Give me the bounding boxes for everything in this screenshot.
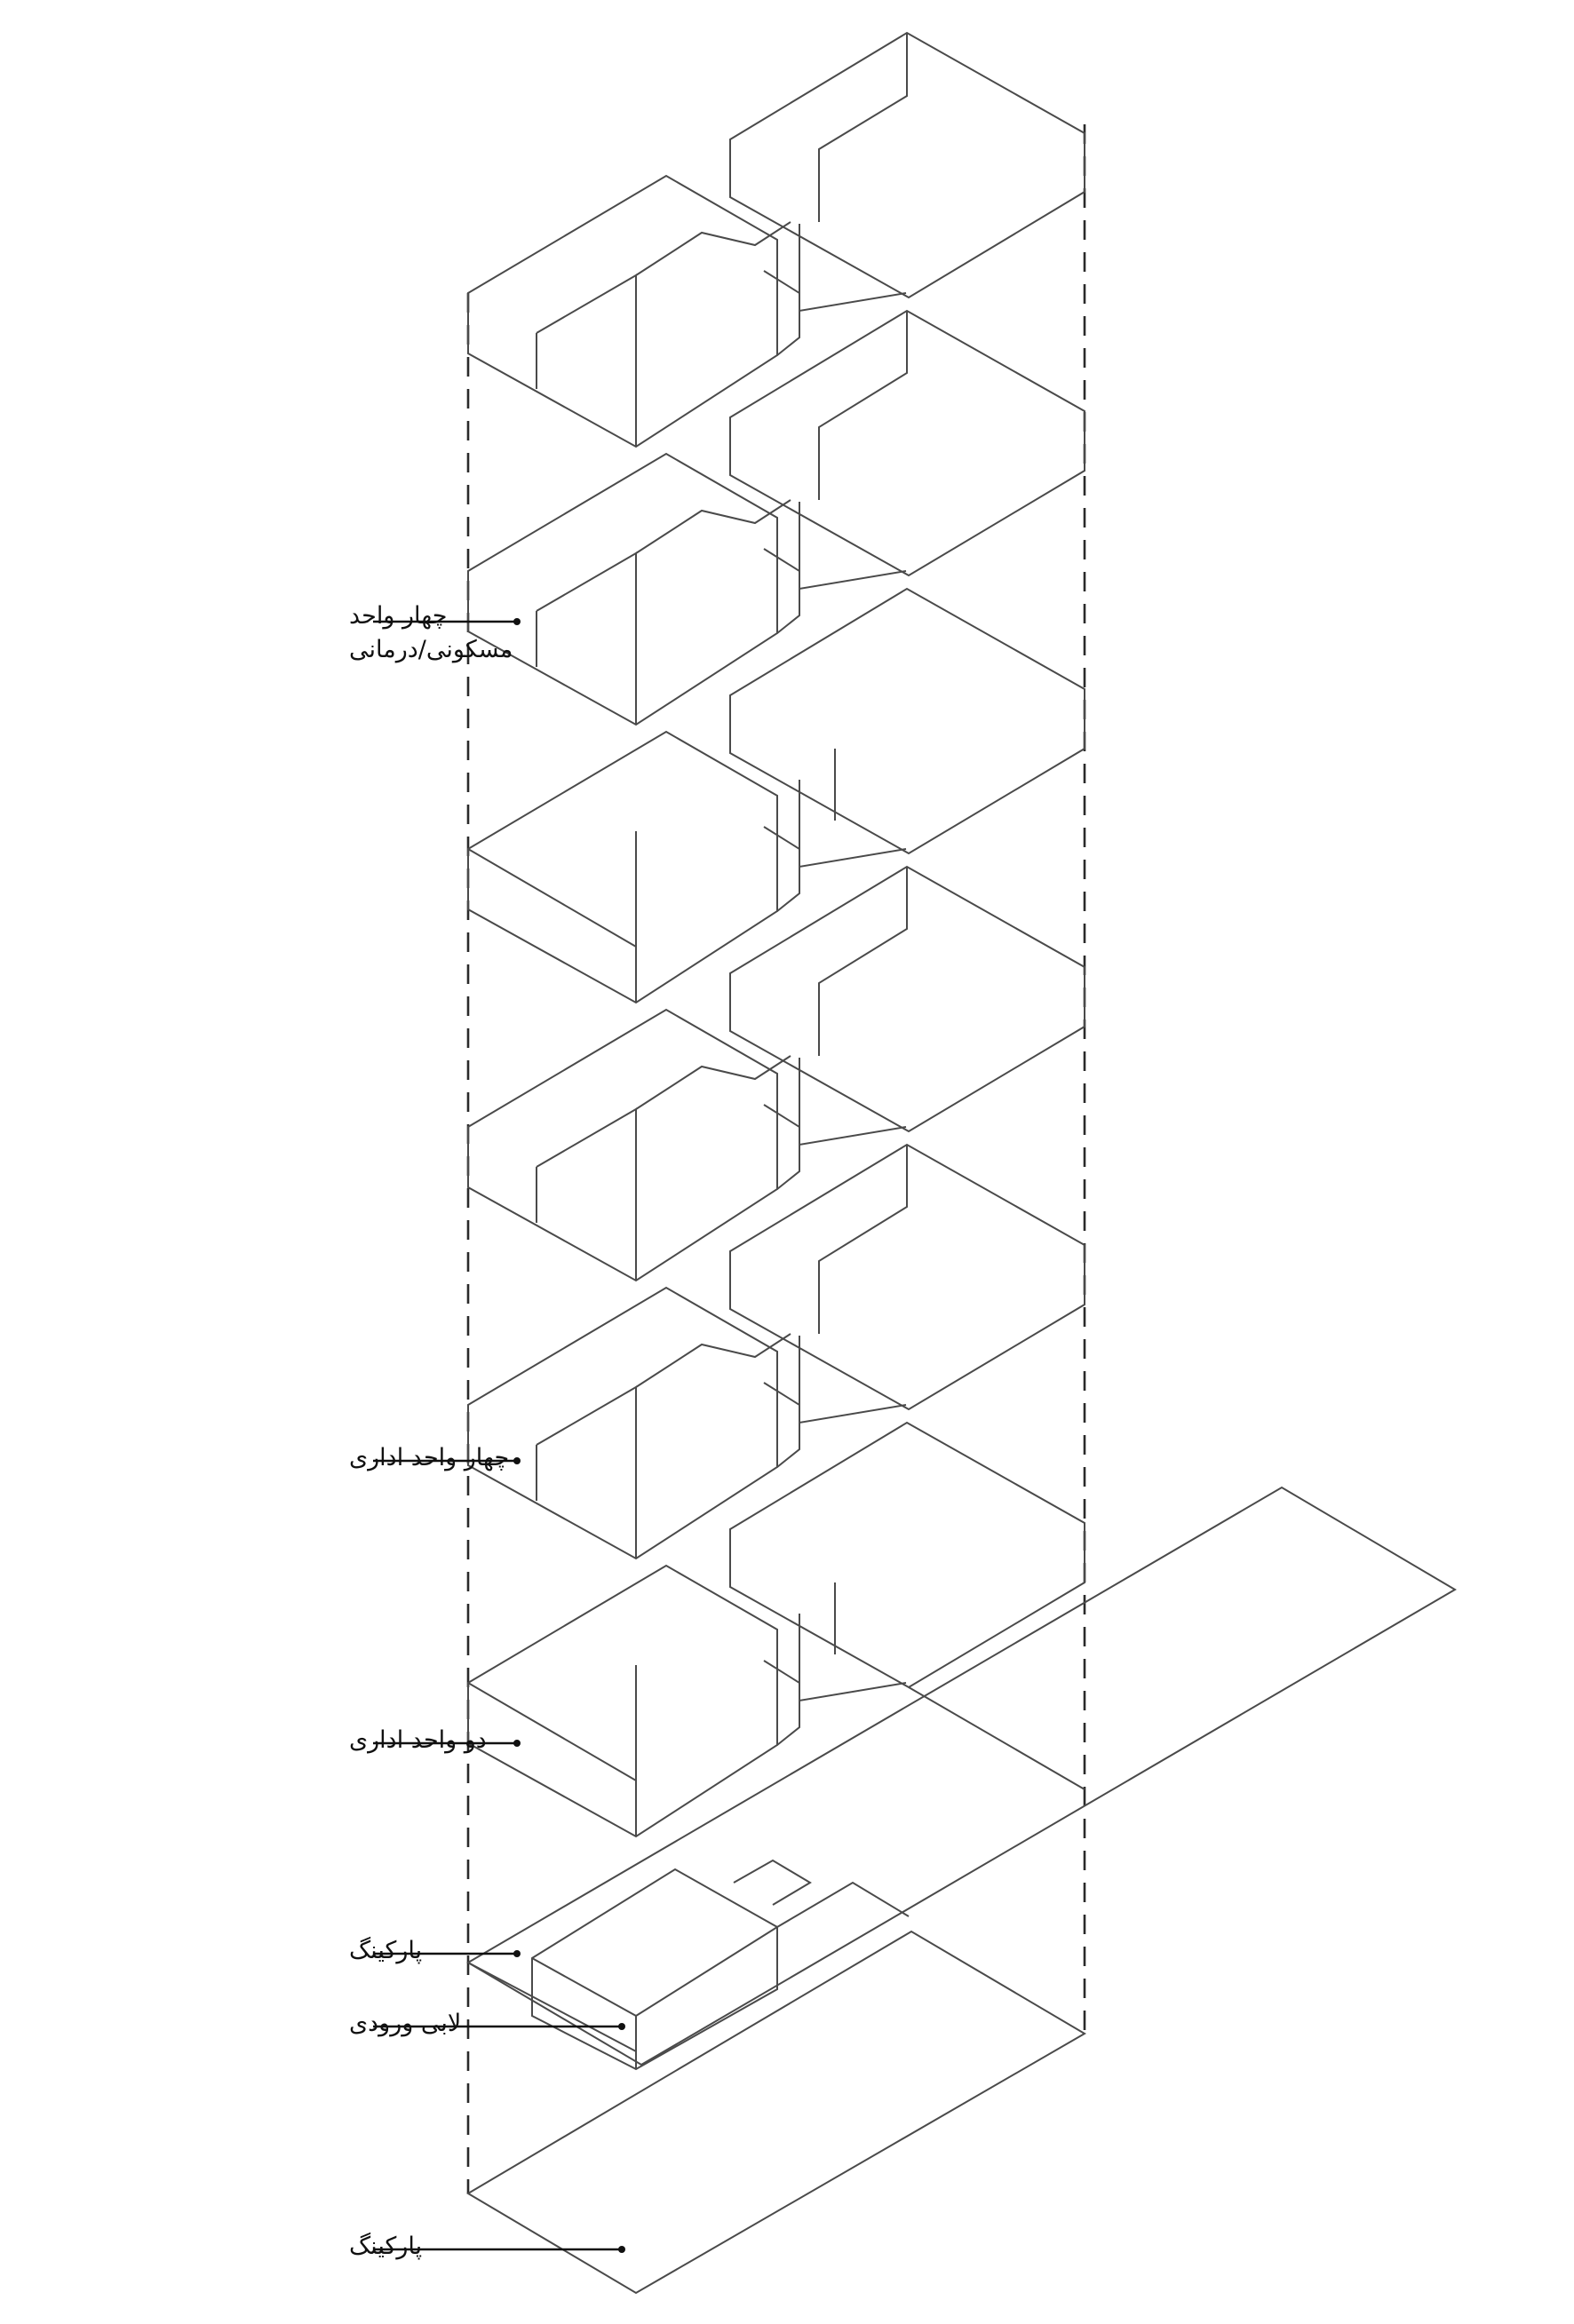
label-lobby: لابی ورودی [349,2010,461,2037]
floor-5-office-four [467,1143,1085,1560]
floor-1-left-block [467,174,778,448]
floor-3-right-block [729,587,1085,855]
label-residential-line2: مسکونی/درمانی [349,636,513,663]
floor-5-left-block [467,1286,778,1560]
floor-1-residential [467,31,1085,448]
floor-4-left-block [467,1008,778,1282]
floor-3-left-block [467,730,778,1004]
floor-6-office-two [467,1421,1085,1838]
basement-parking [466,1930,1086,2295]
ground-slab [466,1486,1457,2066]
lobby-stair-core [733,1859,812,1906]
floor-2-residential [467,309,1085,726]
basement-slab [466,1930,1086,2295]
floor-6-left-block [467,1564,778,1838]
label-office-four: چهار واحد اداری [349,1444,509,1471]
label-residential-line1: چهار واحد [349,602,447,630]
leaders [373,618,625,2253]
label-office-two: دو واحد اداری [349,1726,487,1754]
label-parking-lower: پارکینگ [349,2232,422,2260]
label-parking-upper: پارکینگ [349,1936,422,1964]
floor-2-left-block [467,452,778,726]
labels: چهار واحد مسکونی/درمانی چهار واحد اداری … [349,602,513,2260]
floor-4-residential [467,865,1085,1282]
dashed-guides [466,124,1086,2193]
lobby-block [531,1868,778,2071]
ground-floor-lobby [466,1486,1457,2071]
floor-6-right-block [729,1421,1085,1689]
floor-3-residential [467,587,1085,1004]
